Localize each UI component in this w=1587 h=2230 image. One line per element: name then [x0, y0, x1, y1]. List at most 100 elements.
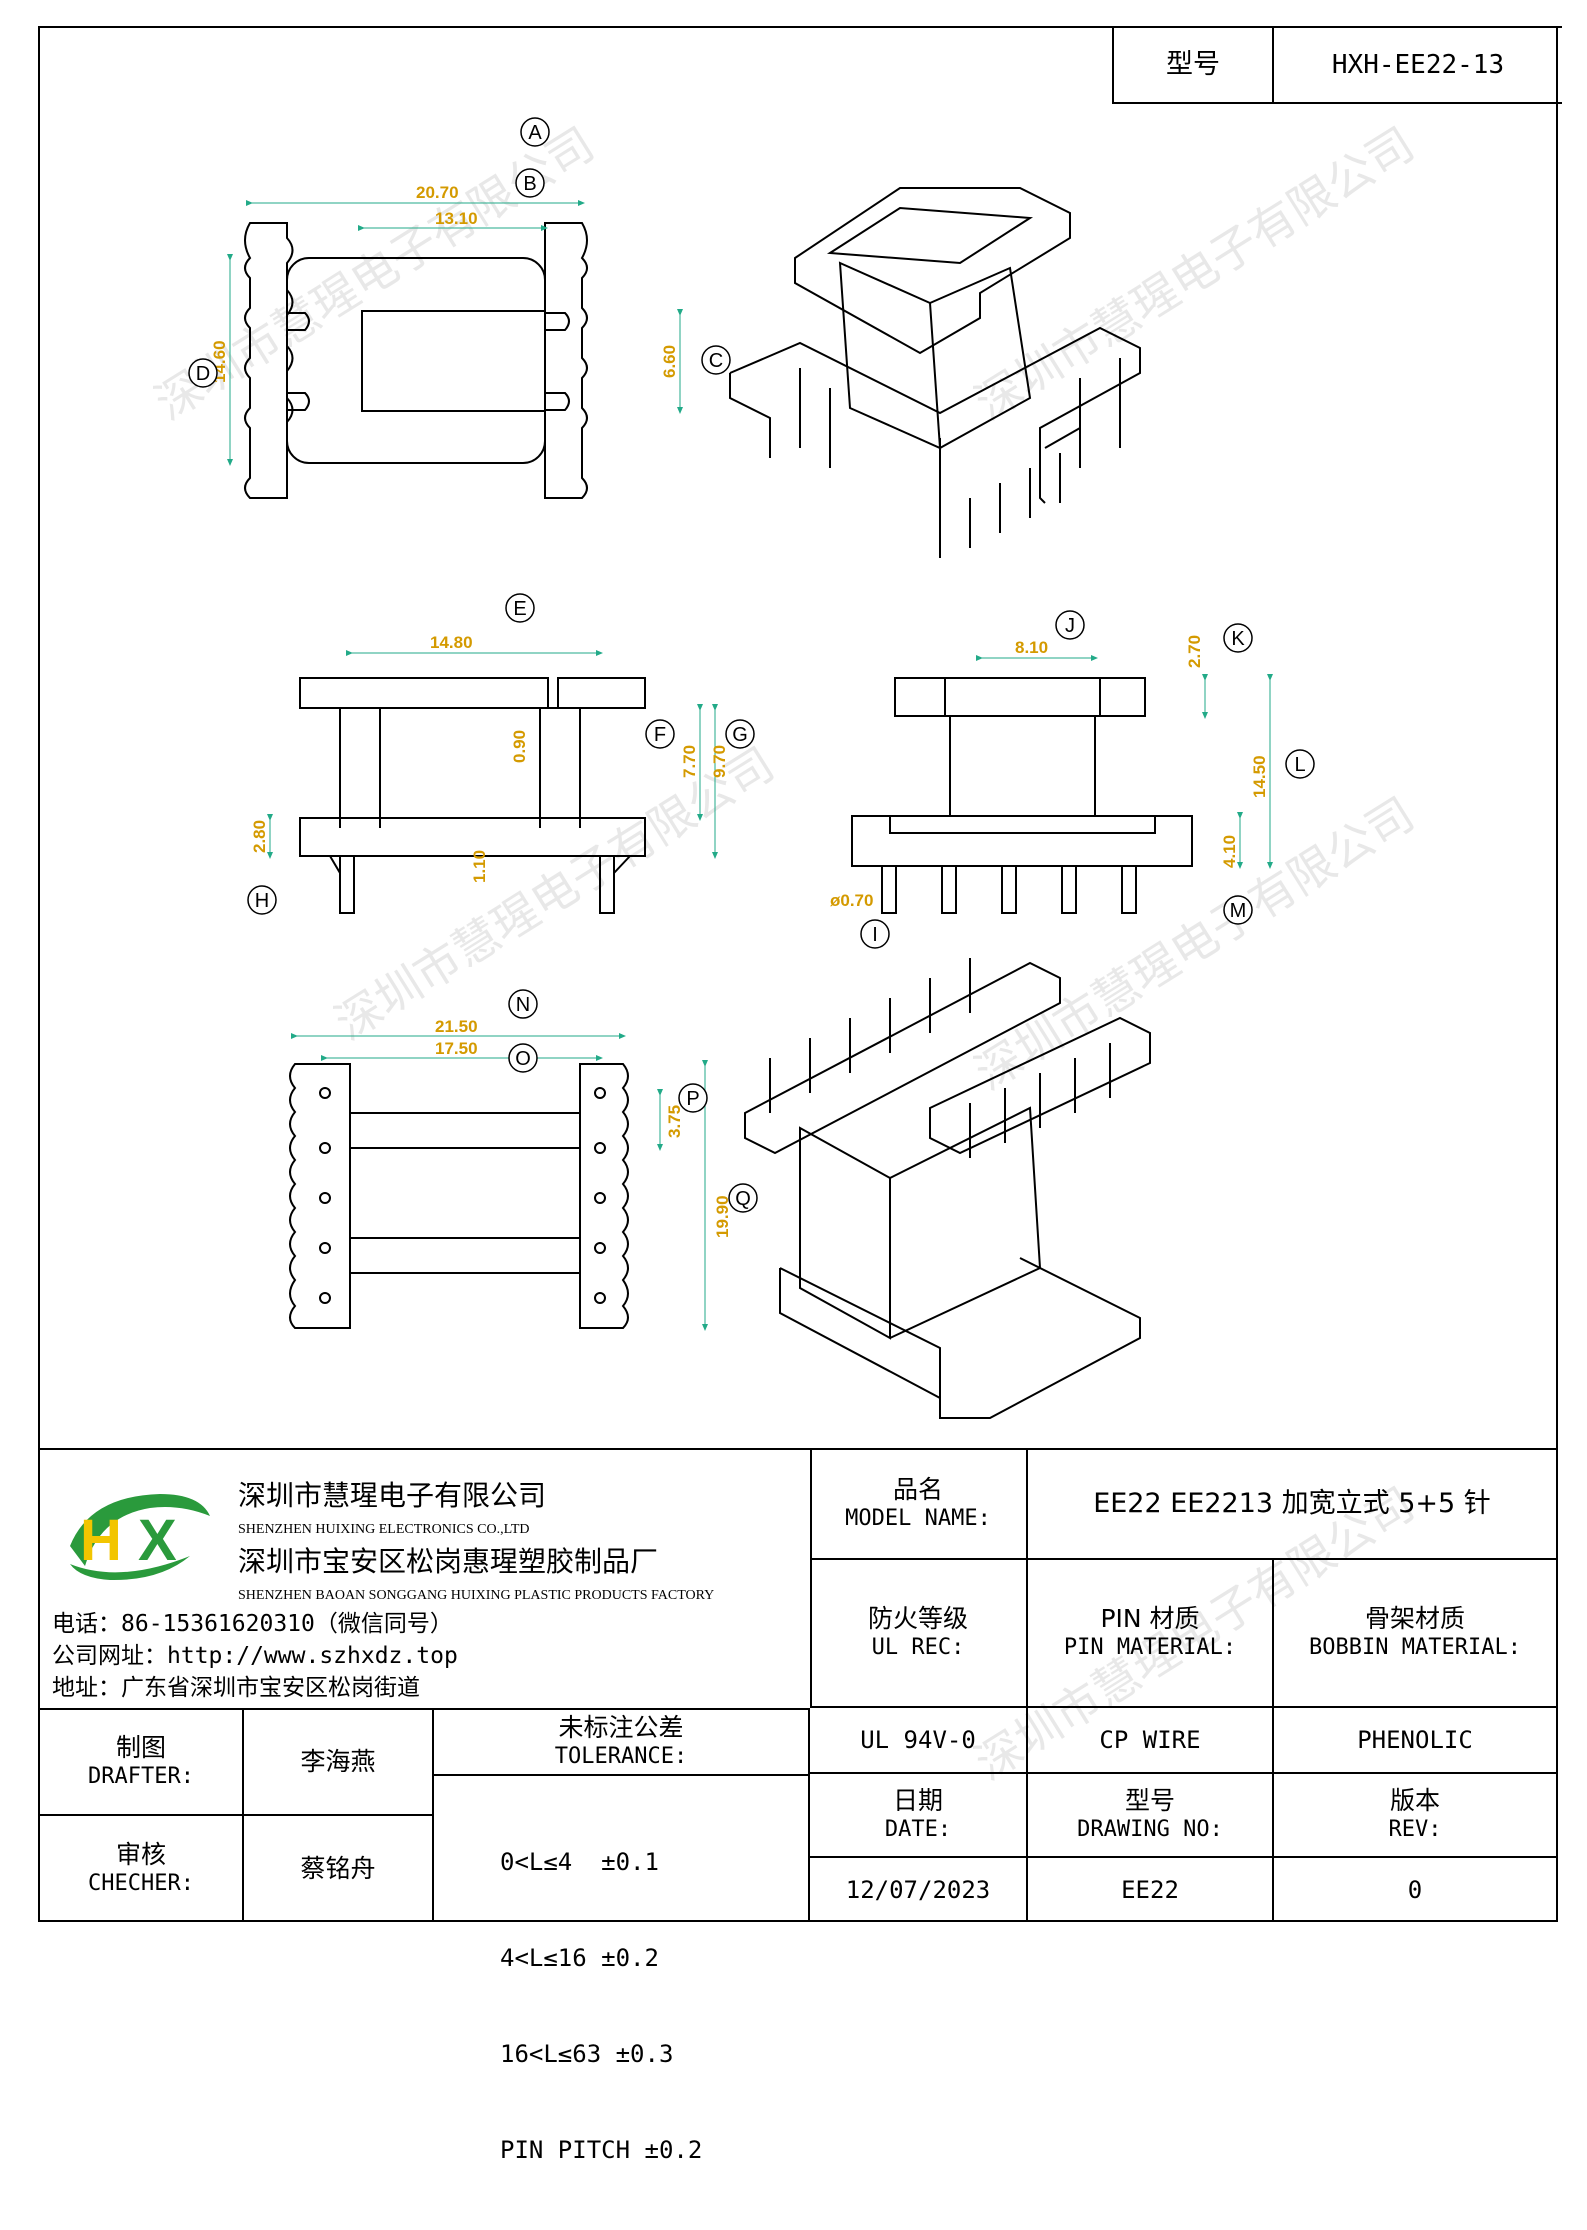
dim-h2: 1.10: [470, 850, 489, 883]
tolerance-row: 0<L≤4 ±0.1: [500, 1848, 659, 1876]
drafter-label-cn: 制图: [115, 1733, 166, 1763]
pin-value: CP WIRE: [1028, 1708, 1274, 1774]
product-label-en: MODEL NAME:: [845, 1506, 991, 1532]
tolerance-label-en: TOLERANCE:: [554, 1744, 688, 1770]
callout-m: M: [1230, 900, 1247, 922]
drawing-no-value: EE22: [1028, 1858, 1274, 1922]
fire-label-cn: 防火等级: [867, 1604, 968, 1634]
drawing-no-label-en: DRAWING NO:: [1077, 1817, 1223, 1843]
dim-b: 13.10: [435, 209, 478, 228]
dim-p: 3.75: [665, 1105, 684, 1138]
company-address: 地址：广东省深圳市宝安区松岗街道: [52, 1675, 420, 1701]
callout-j: J: [1065, 615, 1075, 637]
checker-label: 审核 CHECHER:: [40, 1816, 244, 1922]
pin-label-cn: PIN 材质: [1100, 1604, 1200, 1634]
tolerance-row: 16<L≤63 ±0.3: [500, 2040, 674, 2068]
dim-e: 14.80: [430, 633, 473, 652]
side-view: [851, 677, 1193, 914]
tolerance-row: PIN PITCH ±0.2: [500, 2136, 703, 2164]
callout-o: O: [515, 1048, 531, 1070]
product-label: 品名 MODEL NAME:: [810, 1450, 1028, 1560]
callout-k: K: [1231, 628, 1245, 650]
checker-label-cn: 审核: [115, 1840, 166, 1870]
factory-name-cn: 深圳市宝安区松岗惠瑆塑胶制品厂: [238, 1545, 659, 1578]
dim-c: 6.60: [660, 345, 679, 378]
fire-label-en: UL REC:: [871, 1635, 965, 1661]
callout-g: G: [732, 724, 748, 746]
model-label: 型号: [1114, 28, 1274, 102]
company-name-en: SHENZHEN HUIXING ELECTRONICS CO.,LTD: [238, 1522, 530, 1537]
callout-p: P: [686, 1088, 699, 1110]
isometric-view-top: [729, 187, 1141, 558]
hx-logo: H X: [70, 1494, 210, 1581]
callout-c: C: [709, 350, 723, 372]
checker-label-en: CHECHER:: [88, 1871, 194, 1897]
date-value: 12/07/2023: [810, 1858, 1028, 1922]
product-value: EE22 EE2213 加宽立式 5+5 针: [1028, 1450, 1556, 1560]
dim-f: 0.90: [510, 730, 529, 763]
date-label-cn: 日期: [892, 1786, 943, 1816]
product-label-cn: 品名: [892, 1475, 943, 1505]
model-value: HXH-EE22-13: [1331, 50, 1505, 80]
dim-i: ø0.70: [830, 891, 873, 910]
company-area: H X 深圳市慧瑆电子有限公司 SHENZHEN HUIXING ELECTRO…: [40, 1450, 812, 1708]
front-view: [299, 677, 646, 914]
callout-l: L: [1294, 754, 1305, 776]
company-phone: 电话：86-15361620310（微信同号）: [52, 1611, 453, 1637]
drafter-label-en: DRAFTER:: [88, 1764, 194, 1790]
callout-b: B: [523, 173, 536, 195]
tolerance-list: 0<L≤4 ±0.1 4<L≤16 ±0.2 16<L≤63 ±0.3 PIN …: [500, 1782, 800, 2230]
company-name-cn: 深圳市慧瑆电子有限公司: [238, 1479, 547, 1512]
bottom-view: [289, 1063, 629, 1329]
tolerance-label-cn: 未标注公差: [558, 1713, 684, 1743]
rev-value: 0: [1407, 1876, 1423, 1904]
tolerance-row: 4<L≤16 ±0.2: [500, 1944, 659, 1972]
svg-text:X: X: [138, 1508, 177, 1573]
callout-a: A: [528, 122, 542, 144]
technical-drawing: 20.70 13.10 14.60 6.60 14.80 0.90 7.70 9…: [188, 117, 1315, 1419]
tolerance-label: 未标注公差 TOLERANCE:: [434, 1710, 808, 1776]
isometric-view-bottom: [744, 958, 1151, 1419]
dim-l: 14.50: [1250, 755, 1269, 798]
callout-n: N: [516, 994, 530, 1016]
factory-name-en: SHENZHEN BAOAN SONGGANG HUIXING PLASTIC …: [238, 1588, 715, 1603]
callout-d: D: [196, 363, 210, 385]
checker-value: 蔡铭舟: [244, 1816, 434, 1922]
fire-label: 防火等级 UL REC:: [810, 1560, 1028, 1708]
callout-f: F: [654, 724, 666, 746]
drawing-no-label-cn: 型号: [1124, 1786, 1175, 1816]
top-view: [244, 222, 588, 499]
svg-text:H: H: [80, 1508, 122, 1573]
callout-e: E: [513, 598, 526, 620]
approval-area: 制图 DRAFTER: 李海燕 审核 CHECHER: 蔡铭舟 未标注公差 TO…: [40, 1708, 810, 2164]
date-label-en: DATE:: [884, 1817, 952, 1843]
callout-h: H: [255, 890, 269, 912]
rev-label-en: REV:: [1388, 1817, 1442, 1843]
title-block: H X 深圳市慧瑆电子有限公司 SHENZHEN HUIXING ELECTRO…: [40, 1448, 1556, 2164]
dim-a: 20.70: [416, 183, 459, 202]
dim-g2: 9.70: [710, 745, 729, 778]
bobbin-material-label: 骨架材质 BOBBIN MATERIAL:: [1274, 1560, 1556, 1708]
drafter-value: 李海燕: [244, 1710, 434, 1816]
date-label: 日期 DATE:: [810, 1774, 1028, 1858]
pin-label-en: PIN MATERIAL:: [1063, 1635, 1237, 1661]
dim-g1: 7.70: [680, 745, 699, 778]
drafter-label: 制图 DRAFTER:: [40, 1710, 244, 1816]
bobbin-value: PHENOLIC: [1274, 1708, 1556, 1774]
bobbin-label-cn: 骨架材质: [1364, 1604, 1465, 1634]
rev-label-cn: 版本: [1389, 1786, 1440, 1816]
company-website: 公司网址：http://www.szhxdz.top: [52, 1643, 458, 1669]
drawing-sheet: 型号 HXH-EE22-13 深圳市慧瑆电子有限公司 深圳市慧瑆电子有限公司 深…: [38, 26, 1562, 2164]
dim-j: 8.10: [1015, 638, 1048, 657]
dim-q: 19.90: [713, 1195, 732, 1238]
dim-n: 21.50: [435, 1017, 478, 1036]
model-box: 型号 HXH-EE22-13: [1112, 26, 1562, 104]
dim-h: 2.80: [250, 820, 269, 853]
pin-material-label: PIN 材质 PIN MATERIAL:: [1028, 1560, 1274, 1708]
callout-q: Q: [735, 1188, 751, 1210]
fire-value: UL 94V-0: [810, 1708, 1028, 1774]
dim-k: 2.70: [1185, 635, 1204, 668]
bobbin-label-en: BOBBIN MATERIAL:: [1309, 1635, 1521, 1661]
drawing-no-label: 型号 DRAWING NO:: [1028, 1774, 1274, 1858]
callout-i: I: [872, 924, 878, 946]
